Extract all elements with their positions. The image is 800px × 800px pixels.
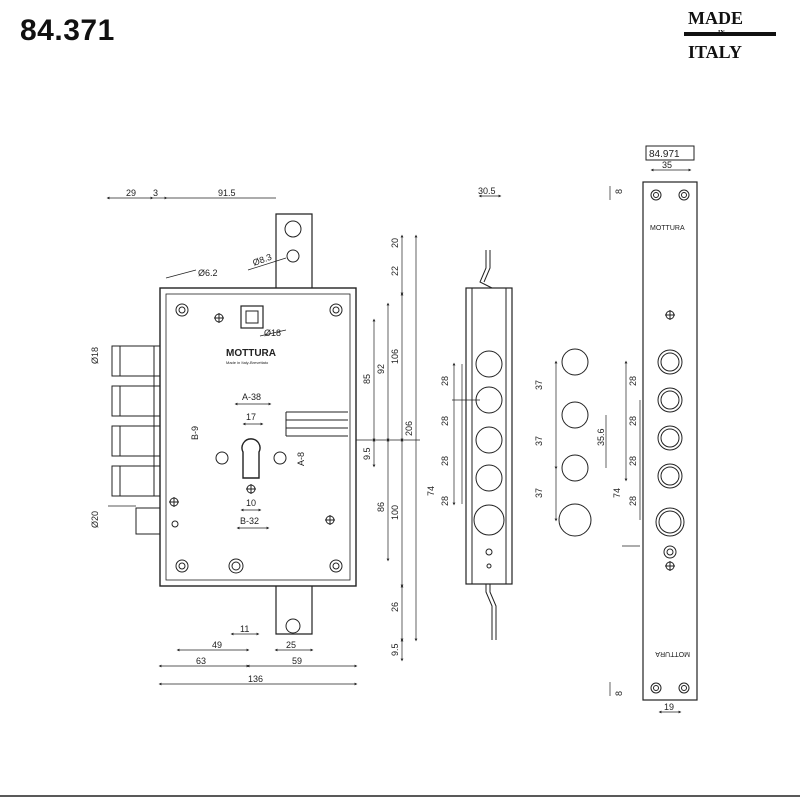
made-text: MADE: [688, 8, 743, 28]
lock-brand-sub: Made in Italy-Brevettato: [226, 360, 269, 365]
dim-dia-6-2: Ø6.2: [198, 268, 218, 278]
dim-85: 85: [362, 374, 372, 384]
dim-b-32: B-32: [240, 516, 259, 526]
latch-bolt: [135, 507, 161, 535]
dim-dia-20: Ø20: [90, 511, 100, 528]
dim-11: 11: [240, 624, 249, 634]
strike-plate-84-971: [609, 145, 698, 714]
dim-136: 136: [248, 674, 263, 684]
bolt-dim-37-b: 37: [534, 436, 544, 446]
bolt-dim-37-c: 37: [534, 488, 544, 498]
strike-dim-8-top: 8: [614, 189, 624, 194]
dim-22: 22: [390, 266, 400, 276]
strike-brand-bottom: MOTTURA: [655, 650, 690, 657]
dim-a-8: A-8: [296, 452, 306, 466]
strike-dim-35: 35: [662, 160, 672, 170]
dim-26: 26: [390, 602, 400, 612]
dim-63: 63: [196, 656, 206, 666]
dim-91-5: 91.5: [218, 188, 236, 198]
dim-3: 3: [153, 188, 158, 198]
dim-17: 17: [246, 412, 256, 422]
dim-10: 10: [246, 498, 256, 508]
logo-bar: [684, 32, 776, 36]
dim-92: 92: [376, 364, 386, 374]
made-in-italy-logo: MADE IN ITALY: [684, 8, 780, 64]
dim-86: 86: [376, 502, 386, 512]
italy-text: ITALY: [688, 42, 743, 62]
side-dim-28-d: 28: [440, 496, 450, 506]
lock-body-dimensions: [106, 196, 420, 686]
dim-b-9: B-9: [190, 426, 200, 440]
bottom-mounting-tab: [275, 586, 313, 635]
strike-dim-8-bottom: 8: [614, 691, 624, 696]
dim-30-5: 30.5: [478, 186, 496, 196]
side-dim-28-b: 28: [440, 416, 450, 426]
strike-plate-outline: [642, 181, 698, 701]
dim-59: 59: [292, 656, 302, 666]
dim-a-38: A-38: [242, 392, 261, 402]
dim-49: 49: [212, 640, 222, 650]
deadbolts: [111, 345, 161, 497]
strike-dim-28-a: 28: [628, 376, 638, 386]
dim-9-5-a: 9.5: [362, 447, 372, 460]
bolt-dim-35-6: 35.6: [596, 428, 606, 446]
side-dim-74: 74: [426, 486, 436, 496]
spindle-square: [240, 305, 264, 329]
side-dim-28-a: 28: [440, 376, 450, 386]
dim-20: 20: [390, 238, 400, 248]
strike-dim-28-c: 28: [628, 456, 638, 466]
dim-dia-18-bolt: Ø18: [90, 347, 100, 364]
strike-dim-19: 19: [664, 702, 674, 712]
top-mounting-tab: [275, 213, 313, 288]
cylinder-keyhole: [241, 438, 261, 479]
lock-brand: MOTTURA: [226, 348, 276, 359]
side-dim-28-c: 28: [440, 456, 450, 466]
strike-plate-code: 84.971: [649, 149, 680, 160]
strike-brand-top: MOTTURA: [650, 225, 685, 232]
tab-hole-8-3: [286, 249, 300, 263]
dim-29: 29: [126, 188, 136, 198]
model-code: 84.371: [20, 14, 115, 47]
lock-side-view: [452, 194, 513, 640]
strike-dim-74: 74: [612, 488, 622, 498]
lock-body-front-view: [111, 213, 357, 635]
dim-dia-18: Ø18: [264, 328, 281, 338]
bolt-heads: [554, 348, 607, 537]
strike-dim-28-d: 28: [628, 496, 638, 506]
faceplate-outline: [465, 287, 513, 585]
dim-25: 25: [286, 640, 296, 650]
dim-106: 106: [390, 349, 400, 364]
dim-9-5-b: 9.5: [390, 643, 400, 656]
strike-dim-28-b: 28: [628, 416, 638, 426]
in-text: IN: [718, 30, 725, 36]
dim-100: 100: [390, 505, 400, 520]
bolt-dim-37-a: 37: [534, 380, 544, 390]
dim-206: 206: [404, 421, 414, 436]
